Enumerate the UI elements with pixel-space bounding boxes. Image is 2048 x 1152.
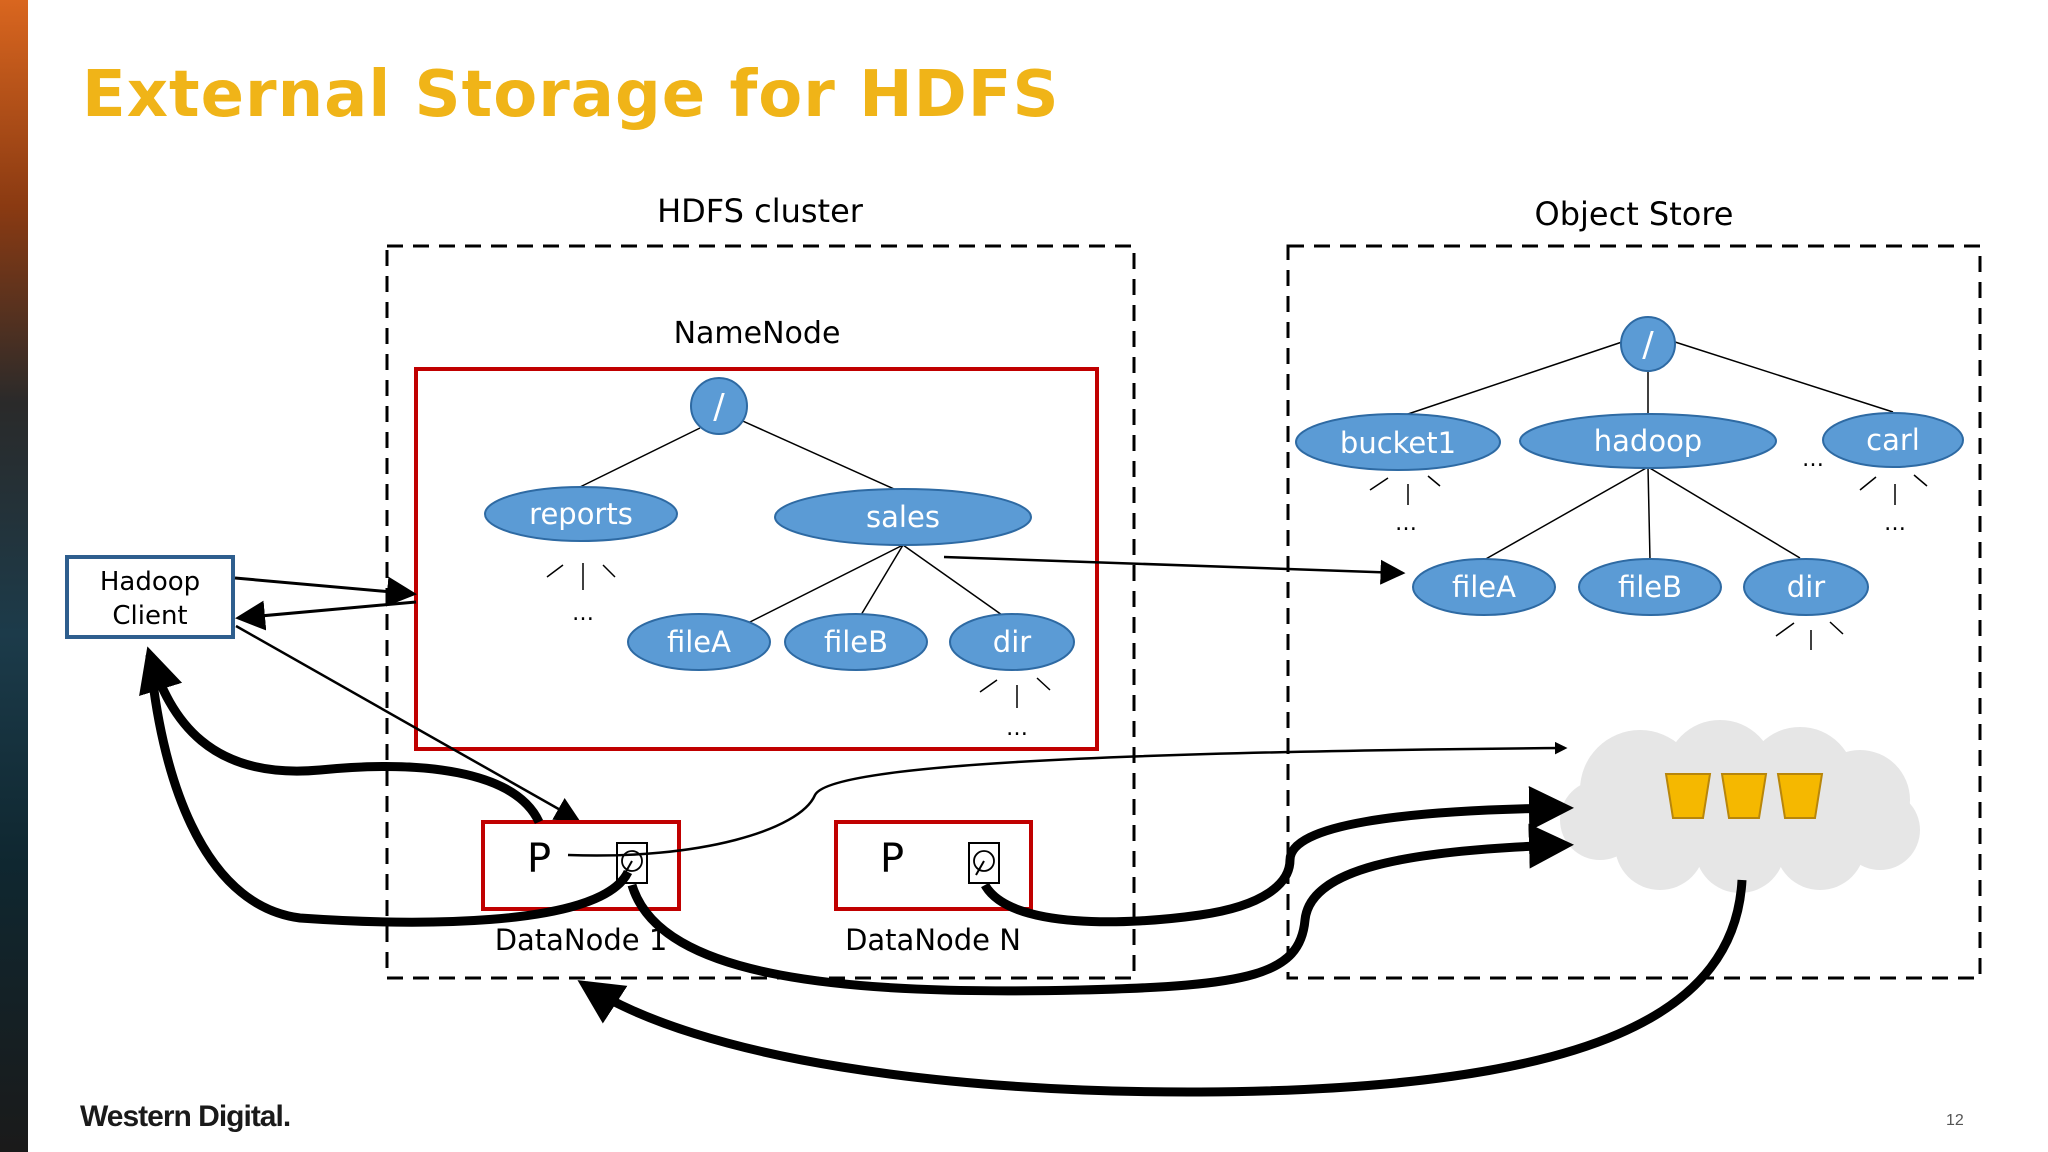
- data-flow-curves: [139, 646, 1747, 1097]
- carl-ellipsis-ticks: [1859, 474, 1928, 505]
- svg-text:sales: sales: [866, 500, 940, 534]
- curve-datanode1-to-client-b: [145, 654, 633, 927]
- namenode-label: NameNode: [674, 316, 841, 351]
- company-logo: Western Digital.: [80, 1100, 291, 1133]
- nn-node-dir[interactable]: dir: [949, 613, 1075, 671]
- arrow-client-to-namenode: [234, 576, 417, 607]
- svg-text:carl: carl: [1866, 423, 1920, 457]
- svg-text:fileA: fileA: [1452, 570, 1516, 604]
- datanode-n[interactable]: P: [834, 820, 1033, 911]
- dir-ellipsis: …: [1006, 716, 1028, 741]
- objstore-tree-edges: [1404, 341, 1894, 561]
- os-dir-ellipsis-ticks: [1775, 621, 1844, 650]
- bucket-icon: [1776, 773, 1824, 819]
- svg-text:bucket1: bucket1: [1340, 426, 1456, 460]
- curve-datanoden-to-cloud: [981, 785, 1574, 927]
- svg-text:fileA: fileA: [667, 625, 731, 659]
- disk-icon: [968, 842, 1000, 884]
- hdfs-cluster-label: HDFS cluster: [657, 192, 864, 230]
- dir-ellipsis-ticks: [979, 677, 1051, 708]
- svg-text:P: P: [527, 836, 551, 882]
- os-node-root[interactable]: /: [1620, 316, 1676, 372]
- nn-node-root[interactable]: /: [690, 377, 748, 435]
- namenode-box: [414, 367, 1099, 751]
- page-number: 12: [1946, 1112, 1964, 1129]
- bucket-icon: [1664, 773, 1712, 819]
- bucket-icon: [1720, 773, 1768, 819]
- object-store-box: [1286, 244, 1982, 980]
- svg-text:/: /: [713, 387, 725, 427]
- nn-node-fileA[interactable]: fileA: [627, 613, 771, 671]
- svg-text:P: P: [880, 836, 904, 882]
- arrow-datanode1-p-to-cloud: [567, 741, 1568, 857]
- carl-ellipsis: …: [1884, 511, 1906, 536]
- arrow-sales-to-objstore-fileA: [943, 555, 1406, 585]
- svg-text:dir: dir: [1787, 570, 1825, 604]
- object-store-label: Object Store: [1535, 195, 1734, 233]
- svg-text:fileB: fileB: [1618, 570, 1682, 604]
- namenode-tree-edges: [579, 417, 1003, 626]
- svg-text:/: /: [1642, 325, 1654, 365]
- reports-ellipsis: …: [572, 601, 594, 626]
- hadoop-carl-ellipsis: …: [1802, 447, 1824, 472]
- nn-node-sales[interactable]: sales: [774, 488, 1032, 546]
- datanode-1[interactable]: P: [481, 820, 681, 911]
- decorative-stripe: [0, 0, 28, 1152]
- disk-icon: [616, 842, 648, 884]
- os-node-fileA[interactable]: fileA: [1412, 558, 1556, 616]
- bucket1-ellipsis: …: [1395, 511, 1417, 536]
- svg-text:fileB: fileB: [824, 625, 888, 659]
- hadoop-client[interactable]: Hadoop Client: [65, 555, 235, 639]
- arrow-namenode-to-client: [235, 600, 417, 631]
- arrow-client-to-datanode1: [235, 624, 581, 822]
- svg-text:dir: dir: [993, 625, 1031, 659]
- slide-title: External Storage for HDFS: [82, 58, 1060, 132]
- curve-cloud-to-datanode1: [577, 879, 1747, 1097]
- nn-node-fileB[interactable]: fileB: [784, 613, 928, 671]
- os-node-carl[interactable]: carl: [1822, 412, 1964, 468]
- hdfs-cluster-box: [385, 244, 1136, 980]
- datanode-n-label: DataNode N: [845, 923, 1021, 957]
- svg-text:reports: reports: [529, 497, 633, 531]
- svg-text:Client: Client: [112, 601, 187, 631]
- nn-node-reports[interactable]: reports: [484, 486, 678, 542]
- svg-text:Hadoop: Hadoop: [100, 567, 200, 597]
- curve-datanode1-to-cloud: [627, 823, 1574, 996]
- reports-ellipsis-ticks: [546, 563, 616, 590]
- datanode-1-label: DataNode 1: [495, 923, 668, 957]
- os-node-hadoop[interactable]: hadoop: [1519, 413, 1777, 469]
- svg-text:hadoop: hadoop: [1594, 424, 1702, 458]
- bucket1-ellipsis-ticks: [1369, 475, 1441, 505]
- os-node-bucket1[interactable]: bucket1: [1295, 413, 1501, 471]
- os-node-dir[interactable]: dir: [1743, 558, 1869, 616]
- curve-datanode1-to-client-a: [139, 646, 544, 825]
- bucket-icons: [1664, 773, 1824, 819]
- os-node-fileB[interactable]: fileB: [1578, 558, 1722, 616]
